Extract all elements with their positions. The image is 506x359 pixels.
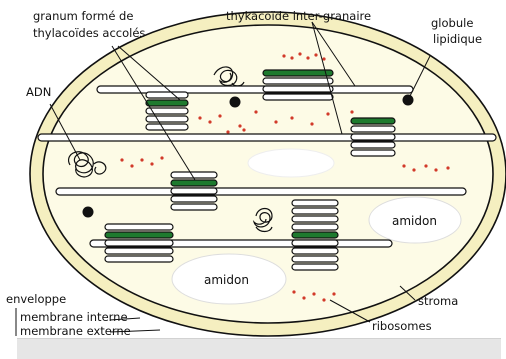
ribosome-dot <box>322 298 325 301</box>
ribosome-dot <box>242 128 245 131</box>
ribosome-dot <box>434 168 437 171</box>
thylakoid-disc <box>351 118 395 124</box>
caption-bar <box>17 338 501 359</box>
ribosome-dot <box>290 56 293 59</box>
ribosome-dot <box>208 120 211 123</box>
ribosome-dot <box>350 110 353 113</box>
ribosome-dot <box>424 164 427 167</box>
ribosome-dot <box>412 168 415 171</box>
thylakoid-disc <box>292 240 338 246</box>
label-stroma: stroma <box>418 294 458 308</box>
ribosome-dot <box>306 56 309 59</box>
ribosome-dot <box>402 164 405 167</box>
thylakoid-disc <box>351 134 395 140</box>
ribosome-dot <box>238 124 241 127</box>
thylakoid-disc <box>146 124 188 130</box>
thylakoid-disc <box>263 70 333 76</box>
label-globule-1: globule <box>431 16 473 30</box>
lipid-globule <box>230 97 241 108</box>
thylakoid-disc <box>263 86 333 92</box>
lipid-globule <box>83 207 94 218</box>
ribosome-dot <box>150 162 153 165</box>
ribosome-dot <box>130 164 133 167</box>
ribosome-dot <box>282 54 285 57</box>
thylakoid-disc <box>292 256 338 262</box>
thylakoid-disc <box>171 196 217 202</box>
label-membrane-externe: membrane externe <box>20 324 131 338</box>
label-globule-2: lipidique <box>433 32 482 46</box>
thylakoid-disc <box>263 94 333 100</box>
thylakoid-disc <box>351 126 395 132</box>
thylakoid-disc <box>292 264 338 270</box>
ribosome-dot <box>120 158 123 161</box>
thylakoid-disc <box>292 208 338 214</box>
label-granum-2: thylacoïdes accolés <box>33 26 145 40</box>
thylakoid-disc <box>292 248 338 254</box>
thylakoid-disc <box>292 216 338 222</box>
thylakoid-disc <box>105 232 173 238</box>
thylakoid-disc <box>105 248 173 254</box>
ribosome-dot <box>140 158 143 161</box>
ribosome-dot <box>322 57 325 60</box>
lamella-1 <box>97 86 413 93</box>
thylakoid-disc <box>105 224 173 230</box>
thylakoid-disc <box>292 224 338 230</box>
ribosome-dot <box>302 296 305 299</box>
thylakoid-disc <box>292 232 338 238</box>
thylakoid-disc <box>146 116 188 122</box>
thylakoid-disc <box>351 150 395 156</box>
thylakoid-disc <box>171 172 217 178</box>
ribosome-dot <box>292 290 295 293</box>
ribosome-dot <box>254 110 257 113</box>
ribosome-dot <box>274 120 277 123</box>
ribosome-dot <box>326 112 329 115</box>
thylakoid-disc <box>292 200 338 206</box>
thylakoid-disc <box>171 180 217 186</box>
lamella-3 <box>56 188 466 195</box>
thylakoid-disc <box>171 204 217 210</box>
label-adn: ADN <box>26 85 51 99</box>
thylakoid-disc <box>263 78 333 84</box>
ribosome-dot <box>198 116 201 119</box>
thylakoid-disc <box>105 256 173 262</box>
ribosome-dot <box>312 292 315 295</box>
thylakoid-disc <box>171 188 217 194</box>
thylakoid-disc <box>146 100 188 106</box>
ribosome-dot <box>332 292 335 295</box>
thylakoid-disc <box>105 240 173 246</box>
label-amidon-2: amidon <box>204 273 249 287</box>
ribosome-dot <box>226 130 229 133</box>
lipid-globule <box>403 95 414 106</box>
lamella-2 <box>38 134 496 141</box>
ribosome-dot <box>310 122 313 125</box>
ribosome-dot <box>218 114 221 117</box>
label-thylakoid-inter: thykacoïde inter-granaire <box>226 9 371 23</box>
label-ribosomes: ribosomes <box>372 319 432 333</box>
ribosome-dot <box>446 166 449 169</box>
ribosome-dot <box>290 116 293 119</box>
thylakoid-disc <box>146 92 188 98</box>
starch-grain-center <box>248 149 334 177</box>
ribosome-dot <box>298 52 301 55</box>
label-membrane-interne: membrane interne <box>20 310 128 324</box>
thylakoid-disc <box>351 142 395 148</box>
label-granum-1: granum formé de <box>33 9 133 23</box>
ribosome-dot <box>160 156 163 159</box>
ribosome-dot <box>314 53 317 56</box>
label-amidon-1: amidon <box>392 214 437 228</box>
label-enveloppe: enveloppe <box>6 292 66 306</box>
